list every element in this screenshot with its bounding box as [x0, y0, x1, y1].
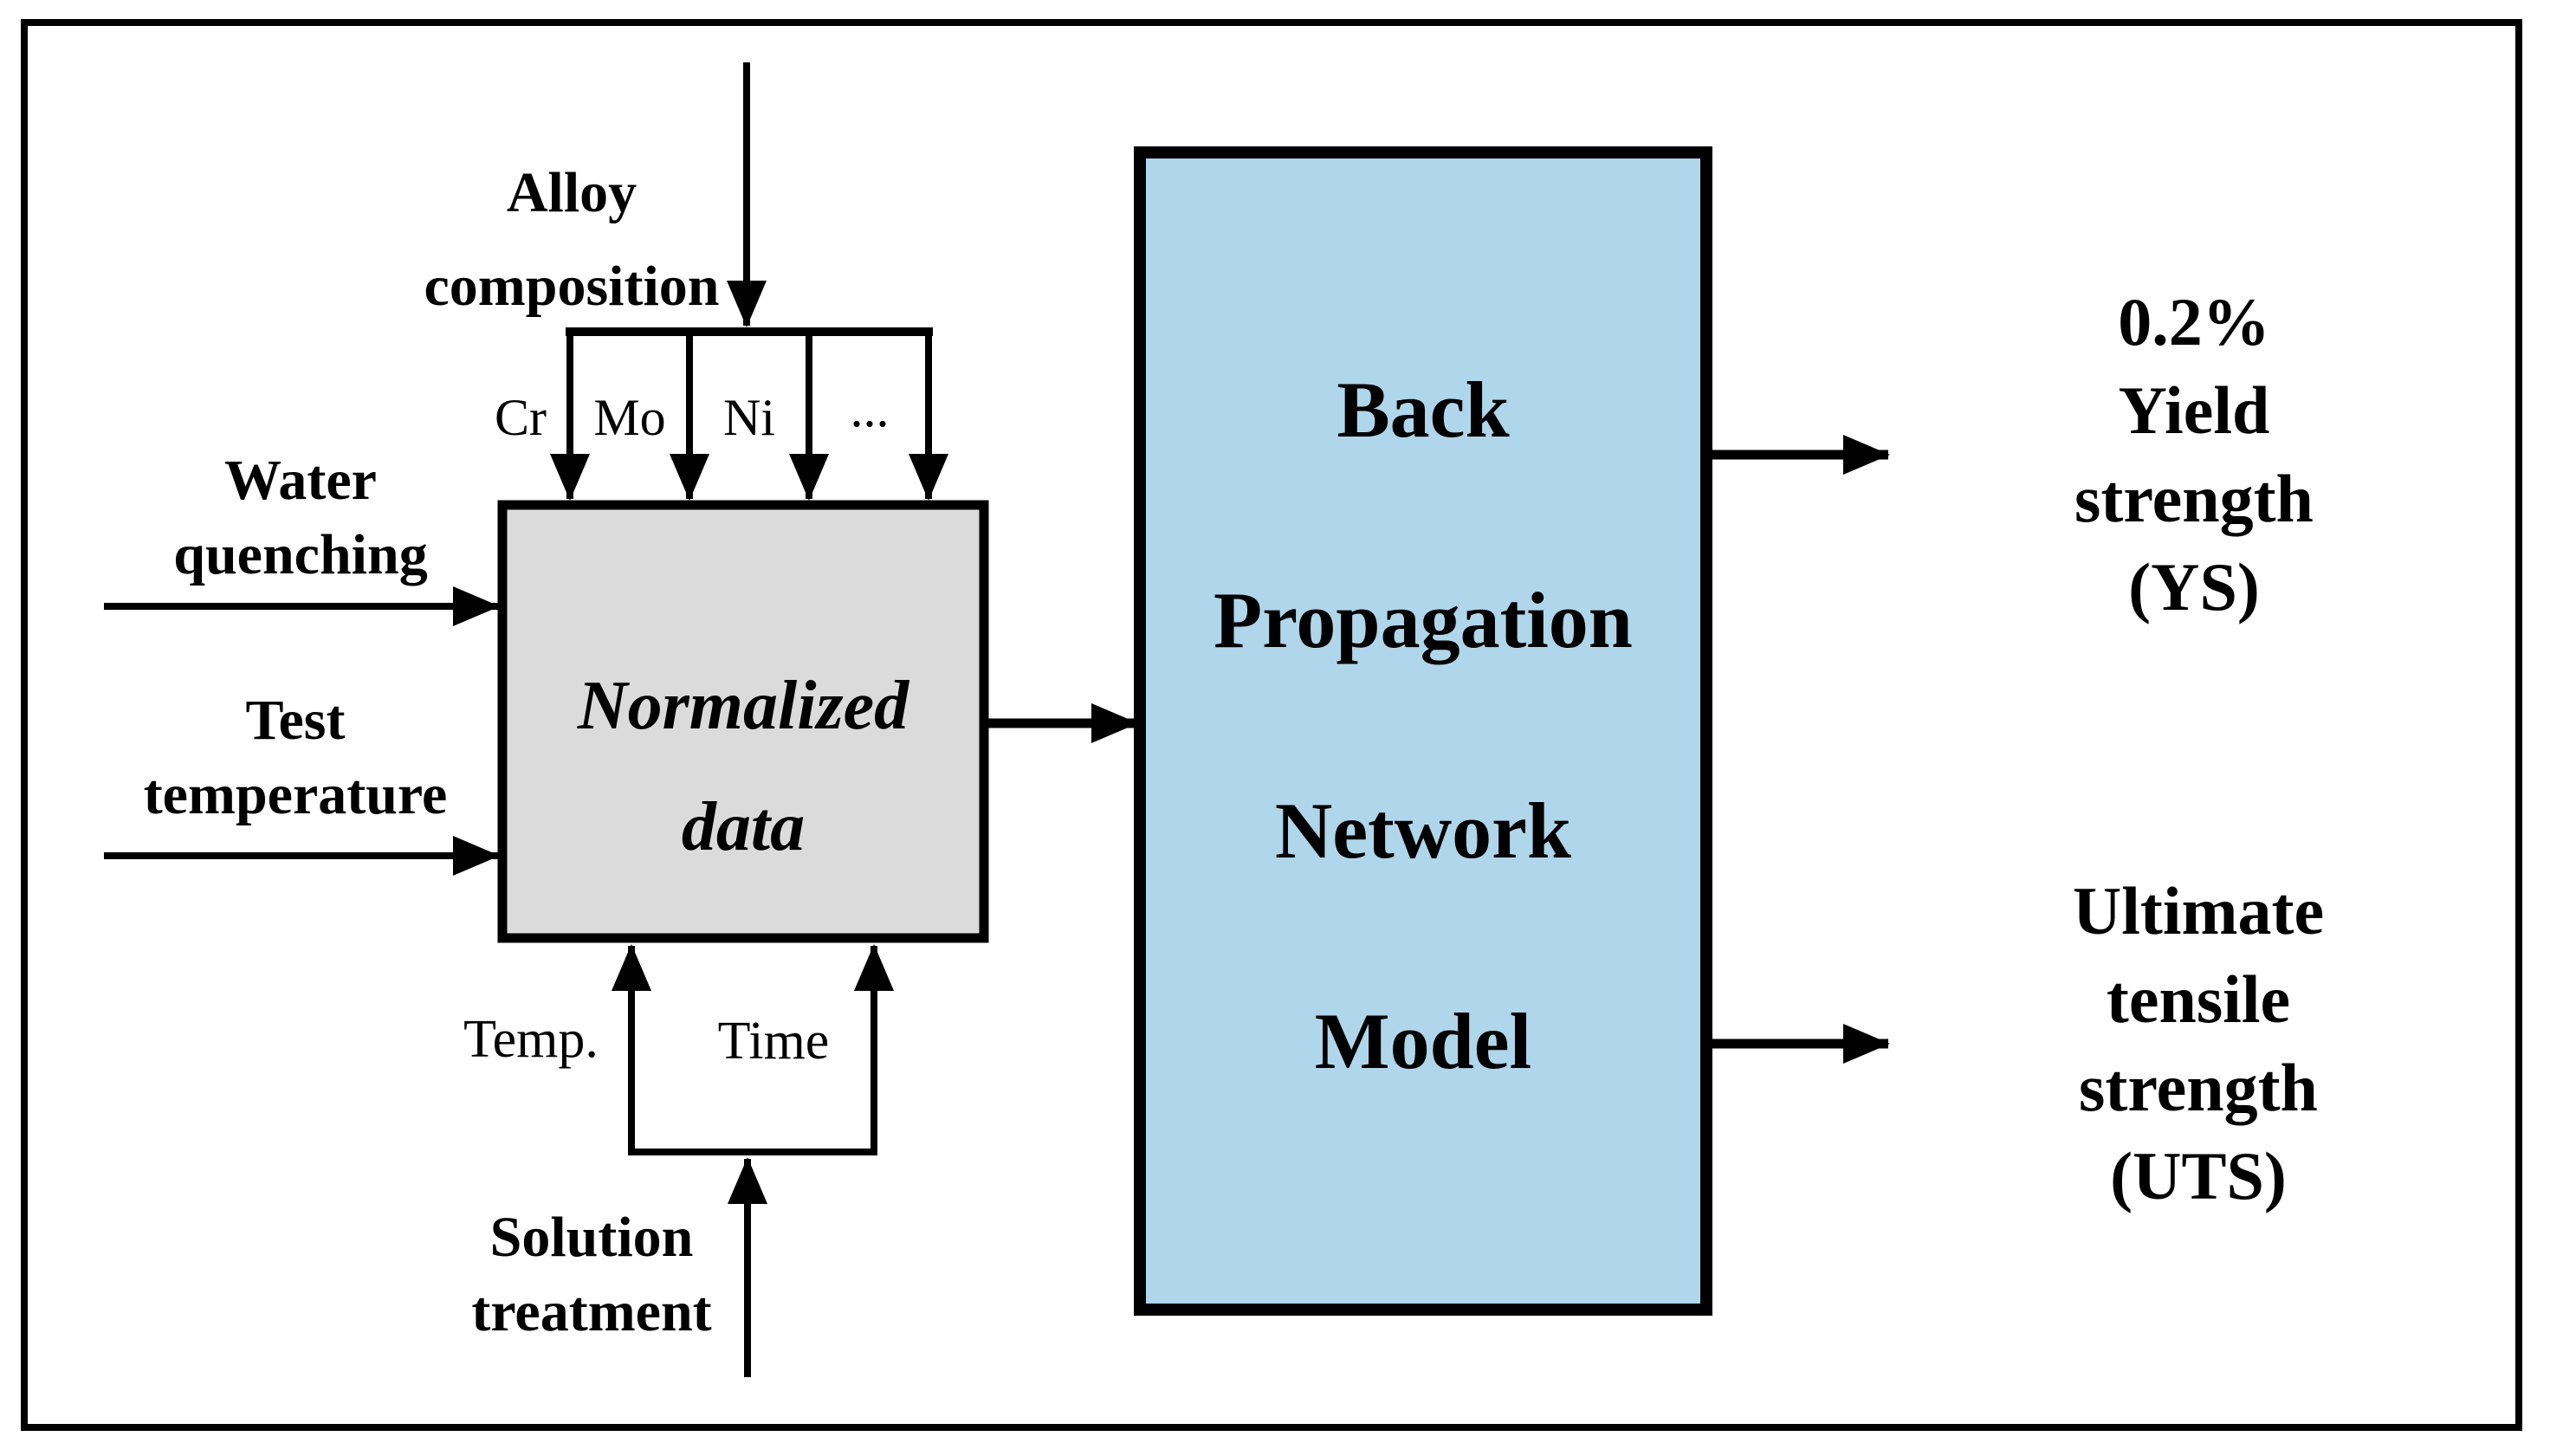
element-label-etc: ...	[850, 380, 890, 437]
bpn-model-box	[1134, 146, 1712, 1316]
figure-border	[21, 19, 2522, 1431]
water-quenching-label: Water quenching	[173, 449, 428, 586]
solution-treatment-label: Solution treatment	[471, 1206, 712, 1343]
element-label-cr: Cr	[495, 389, 547, 446]
test-temperature-label: Test temperature	[143, 689, 448, 826]
element-label-mo: Mo	[593, 389, 666, 446]
uts-label: Ultimate tensile strength (UTS)	[2072, 873, 2325, 1213]
element-label-ni: Ni	[723, 389, 775, 446]
alloy-composition-label: Alloy composition	[424, 161, 720, 318]
yield-strength-label: 0.2% Yield strength (YS)	[2074, 284, 2314, 624]
time-label: Time	[717, 1012, 830, 1071]
normalized-data-box	[497, 500, 989, 943]
temp-label: Temp.	[463, 1010, 599, 1069]
bpn-model-label: Back Propagation Network Model	[1214, 366, 1633, 1085]
normalized-data-label: Normalized data	[577, 668, 909, 865]
